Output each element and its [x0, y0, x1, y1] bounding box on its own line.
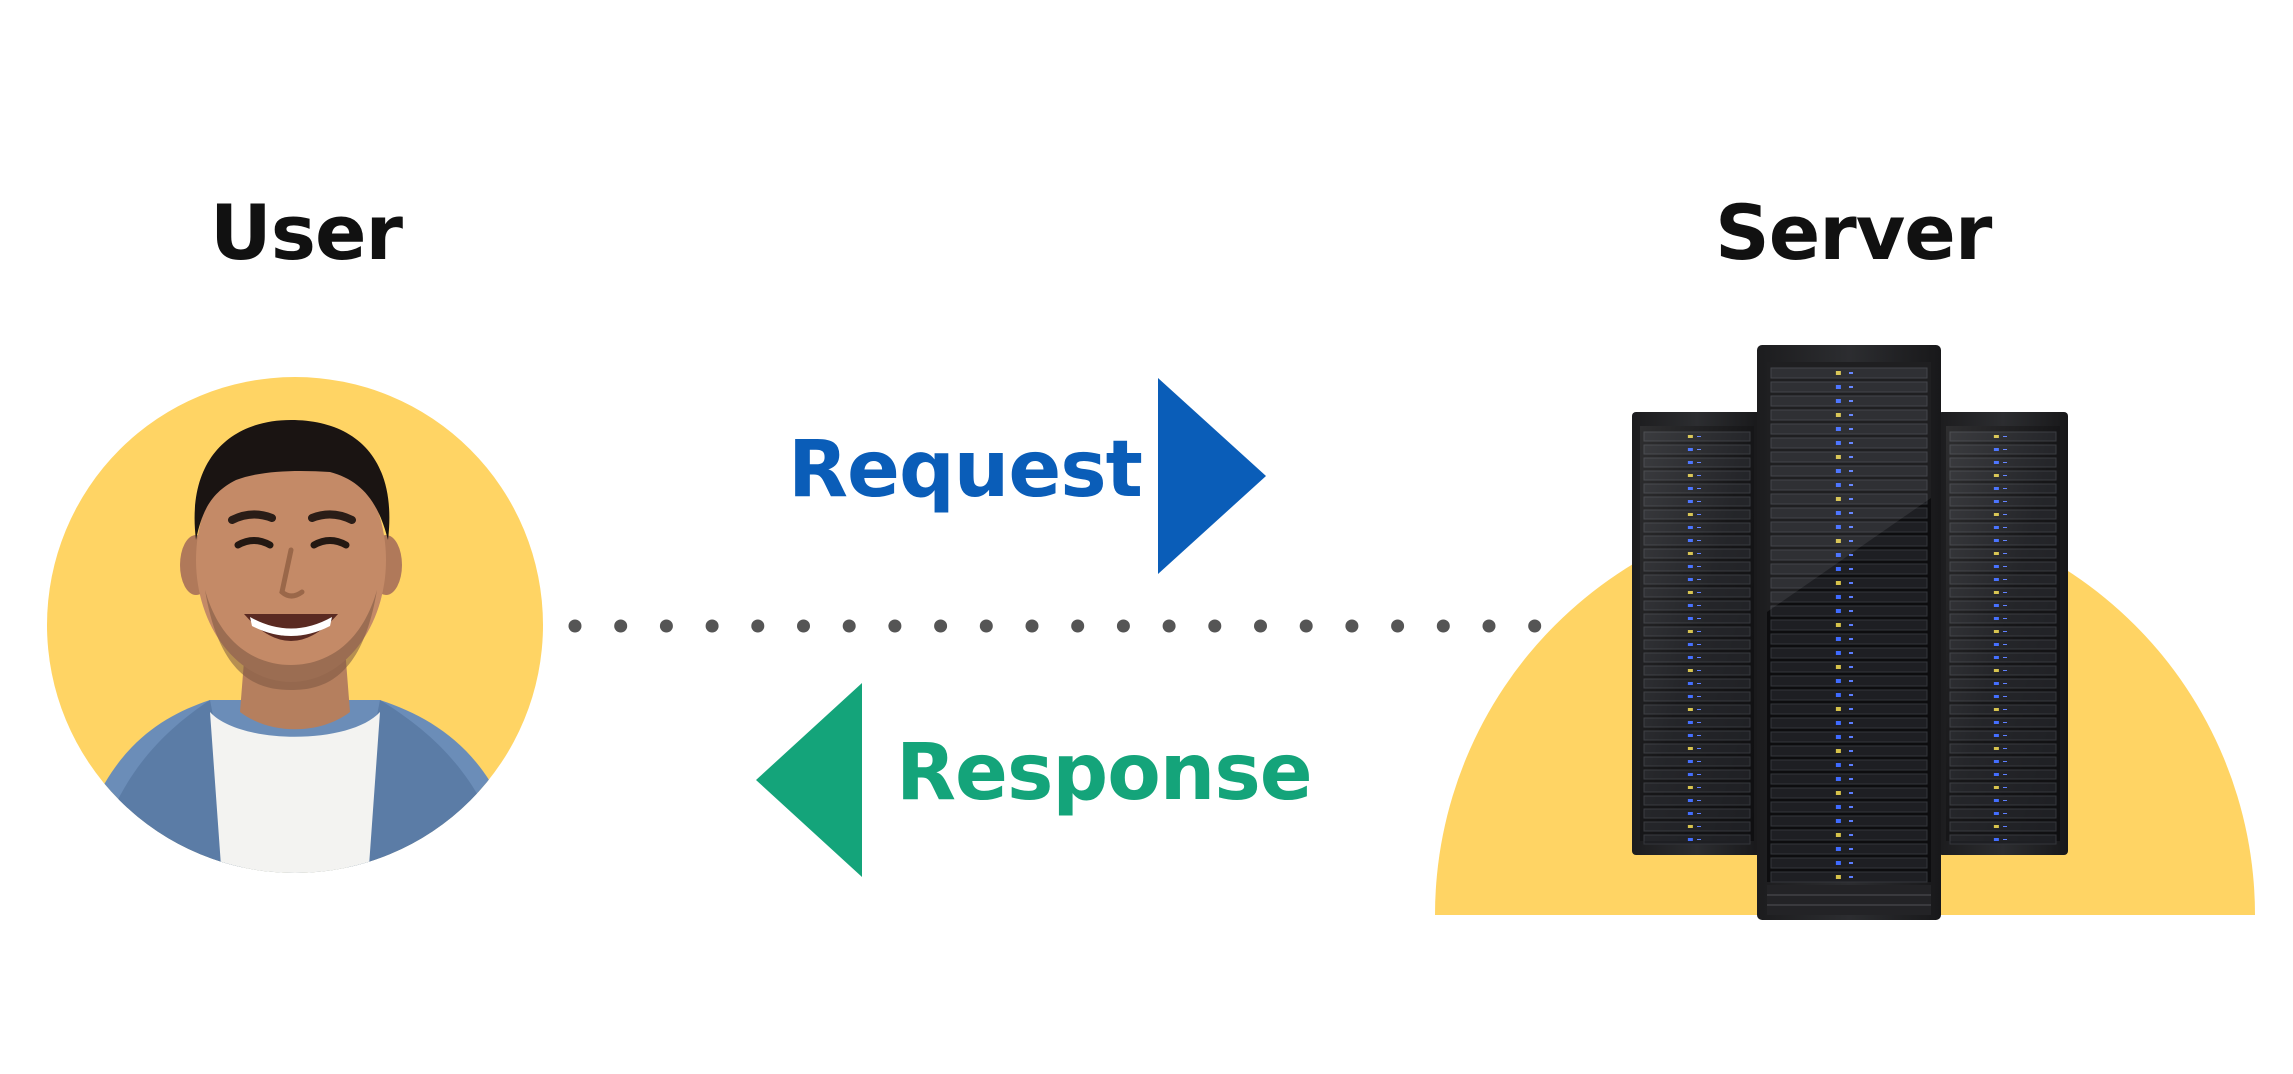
connector-dot [1345, 619, 1359, 633]
connector-dot [888, 619, 902, 633]
connector-dot [1436, 619, 1450, 633]
connector-dot [1208, 619, 1222, 633]
connector-dot [1299, 619, 1313, 633]
user-title: User [210, 188, 403, 277]
connector-dot [842, 619, 856, 633]
arrow-left-icon [756, 683, 862, 877]
connector-dot [751, 619, 765, 633]
person-avatar-icon [70, 420, 525, 873]
connection-dots [568, 619, 1542, 633]
connector-dot [1391, 619, 1405, 633]
server-title: Server [1715, 188, 1992, 277]
server-illustration [1435, 345, 2255, 920]
connector-dot [705, 619, 719, 633]
connector-dot [1528, 619, 1542, 633]
connector-dot [659, 619, 673, 633]
connector-dot [934, 619, 948, 633]
connector-dot [797, 619, 810, 633]
server-rack-icon [1632, 345, 2068, 920]
connector-dot [1071, 619, 1085, 633]
connector-dot [568, 619, 582, 633]
arrow-right-icon [1158, 378, 1266, 574]
response-label: Response [896, 728, 1313, 818]
user-avatar [47, 377, 543, 873]
connector-dot [1482, 619, 1496, 633]
connector-dot [1116, 619, 1130, 633]
connector-dot [614, 619, 628, 633]
request-label: Request [788, 425, 1143, 515]
connector-dot [1025, 619, 1039, 633]
connector-dot [1254, 619, 1267, 633]
connector-dot [1162, 619, 1176, 633]
connector-dot [979, 619, 993, 633]
